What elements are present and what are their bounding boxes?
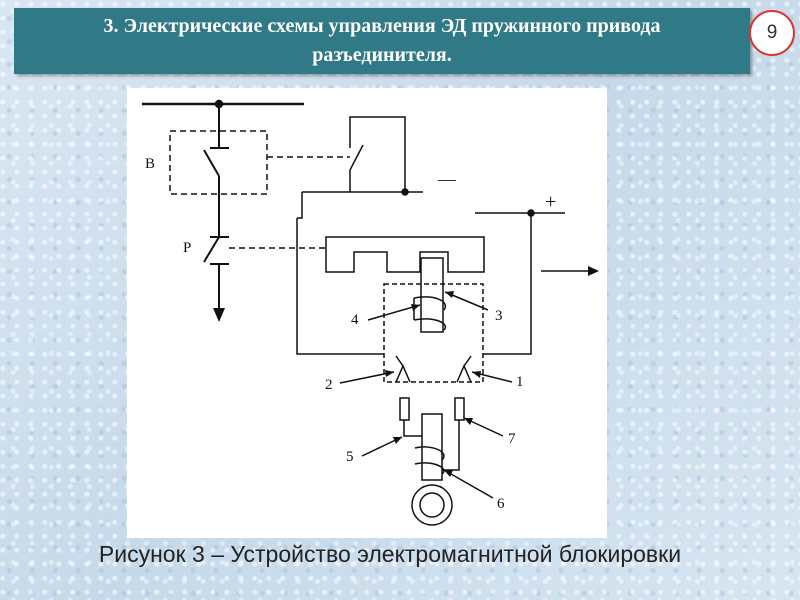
key-ring-outer: [411, 484, 453, 526]
label-plus: +: [545, 191, 556, 213]
label-5: 5: [346, 449, 354, 465]
slide-title: 3. Электрические схемы управления ЭД пру…: [103, 15, 661, 66]
contact-2-fork: [395, 364, 411, 383]
label-switch-b: В: [145, 156, 155, 172]
switch-p-blade: [203, 236, 220, 263]
page-number-badge: 9: [749, 10, 795, 56]
key-coil: [414, 446, 445, 475]
label-minus: —: [437, 169, 457, 189]
feeder-arrow: [213, 308, 225, 322]
figure-panel: В Р — + 4 3 2 1 5 7 6: [127, 88, 607, 538]
leader-4: [367, 304, 421, 321]
label-switch-p: Р: [183, 240, 191, 256]
minus-junction-dot: [401, 188, 409, 196]
key-wire-right: [442, 420, 460, 471]
key-wire-left: [403, 420, 422, 437]
label-7: 7: [508, 431, 516, 447]
figure-caption: Рисунок 3 – Устройство электромагнитной …: [98, 541, 682, 567]
solenoid-coil: [413, 296, 447, 331]
leader-2: [339, 371, 395, 384]
aux-contact-blade: [349, 144, 364, 171]
left-circuit-line: [296, 218, 384, 355]
switch-b-blade: [203, 149, 220, 177]
leader-6: [443, 469, 494, 499]
interlock-bar: [325, 236, 485, 273]
key-pin-left: [399, 397, 410, 421]
label-4: 4: [351, 312, 359, 328]
slide-title-bar: 3. Электрические схемы управления ЭД пру…: [14, 8, 750, 74]
contact-1-fork: [456, 364, 472, 383]
aux-contact-loop: [349, 116, 406, 192]
contact-2-wire: [395, 355, 404, 367]
key-ring-inner: [419, 492, 445, 518]
output-arrowhead: [588, 266, 599, 276]
solenoid-core: [420, 257, 444, 333]
minus-drop: [297, 192, 303, 219]
label-6: 6: [497, 496, 505, 512]
contact-1-wire: [463, 355, 472, 367]
lock-dashed-box: [383, 283, 484, 383]
label-3: 3: [495, 308, 503, 324]
label-1: 1: [516, 374, 524, 390]
electromagnetic-lock-diagram: В Р — + 4 3 2 1 5 7 6: [142, 99, 599, 526]
key-pin-right: [454, 397, 465, 421]
label-2: 2: [325, 377, 333, 393]
plus-feed-line: [483, 213, 532, 355]
